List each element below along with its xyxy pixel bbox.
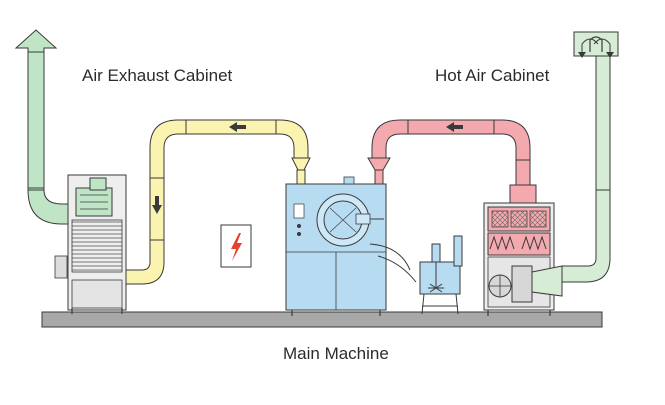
control-box bbox=[220, 224, 252, 268]
hot-air-duct bbox=[367, 119, 537, 204]
fan-icon bbox=[488, 274, 512, 298]
up-arrow-icon bbox=[14, 29, 58, 53]
exhaust-stack bbox=[14, 29, 79, 225]
motor-icon bbox=[75, 177, 113, 217]
agitator-icon bbox=[428, 262, 444, 293]
label-main-machine: Main Machine bbox=[283, 344, 389, 363]
main-machine bbox=[285, 176, 417, 316]
flow-arrow-icon bbox=[229, 122, 246, 132]
down-arrow-icon bbox=[578, 52, 586, 58]
spray-tank bbox=[419, 235, 463, 315]
hot-air-cabinet bbox=[483, 202, 555, 316]
base-platform bbox=[41, 311, 603, 328]
label-air-exhaust-cabinet: Air Exhaust Cabinet bbox=[82, 66, 233, 85]
intake-stack bbox=[531, 31, 619, 297]
air-exhaust-cabinet bbox=[54, 174, 127, 314]
down-arrow-icon bbox=[152, 196, 162, 214]
label-hot-air-cabinet: Hot Air Cabinet bbox=[435, 66, 550, 85]
flow-arrow-icon bbox=[446, 122, 463, 132]
return-duct bbox=[125, 119, 311, 285]
lightning-icon bbox=[231, 233, 242, 261]
down-arrow-icon bbox=[606, 52, 614, 58]
